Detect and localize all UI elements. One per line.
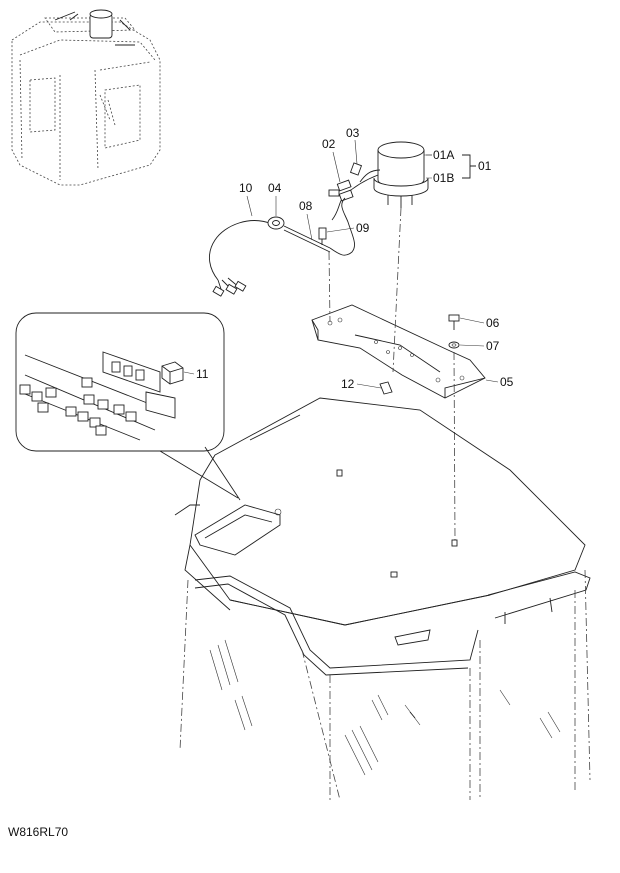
callout-12: 12 xyxy=(341,377,355,391)
mounting-bracket xyxy=(311,304,486,399)
callout-05: 05 xyxy=(500,375,514,389)
beacon-lamp xyxy=(373,141,432,208)
callout-03: 03 xyxy=(346,126,360,140)
callout-01B: 01B xyxy=(433,171,454,185)
hardware xyxy=(379,314,460,395)
callout-labels: 01A 01B 01 03 02 10 04 08 09 06 07 05 12… xyxy=(183,126,514,391)
cab-body xyxy=(174,397,591,801)
callout-06: 06 xyxy=(486,316,500,330)
callout-09: 09 xyxy=(356,221,370,235)
callout-01: 01 xyxy=(478,159,492,173)
callout-08: 08 xyxy=(299,199,313,213)
callout-10: 10 xyxy=(239,181,253,195)
callout-04: 04 xyxy=(268,181,282,195)
overview-machine-sketch xyxy=(11,9,161,186)
callout-11: 11 xyxy=(196,367,209,381)
beacon-wiring xyxy=(328,162,381,221)
callout-02: 02 xyxy=(322,137,336,151)
wiring-harness xyxy=(208,197,355,297)
callout-01A: 01A xyxy=(433,148,454,162)
callout-07: 07 xyxy=(486,339,500,353)
drawing-code: W816RL70 xyxy=(8,825,69,839)
detail-inset xyxy=(15,312,241,501)
